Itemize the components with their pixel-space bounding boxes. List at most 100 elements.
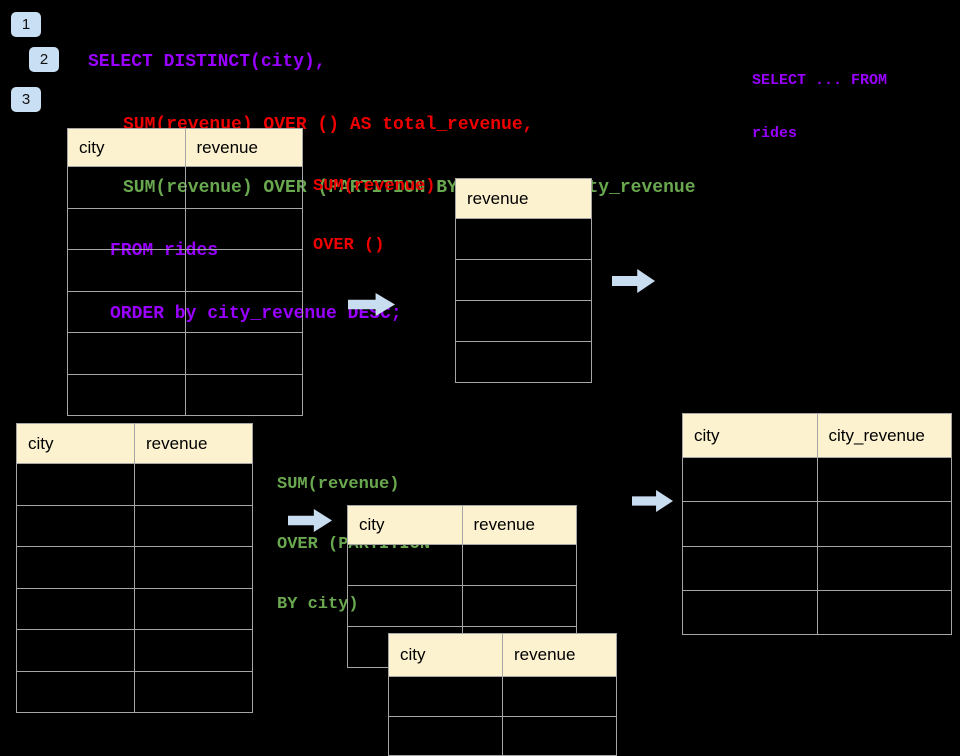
flow-arrow-icon [612, 269, 655, 293]
empty-cell [816, 501, 952, 547]
column-header: revenue [184, 128, 303, 167]
select-from-note-line2: rides [752, 125, 798, 142]
empty-cell [67, 373, 186, 416]
empty-cell [455, 218, 592, 260]
slide-canvas: { "colors": { "bg": "#000000", "purple":… [11, 12, 952, 756]
empty-cell [16, 504, 135, 547]
empty-cell [816, 589, 952, 636]
empty-cell [16, 587, 135, 630]
empty-cell [184, 332, 303, 375]
empty-cell [67, 290, 186, 333]
empty-cell [134, 587, 253, 630]
table-row [16, 546, 253, 589]
empty-cell [682, 589, 818, 636]
table-row [67, 207, 303, 250]
total-revenue-table: revenue [455, 178, 592, 383]
column-header: city [682, 413, 818, 458]
empty-cell [184, 373, 303, 416]
empty-cell [184, 249, 303, 292]
total-annotation-line2: OVER () [313, 236, 385, 255]
empty-cell [67, 166, 186, 209]
empty-cell [184, 290, 303, 333]
table-row [16, 504, 253, 547]
flow-arrow-icon [288, 509, 332, 532]
empty-cell [816, 545, 952, 591]
sql-line-select: SELECT DISTINCT(city), [88, 52, 326, 72]
flow-arrow-icon [348, 293, 395, 316]
select-from-note-line1: SELECT ... FROM [752, 72, 888, 89]
table: revenue [455, 178, 592, 383]
table-row [388, 676, 617, 717]
table-row [67, 249, 303, 292]
empty-cell [682, 456, 818, 503]
column-header: city [67, 128, 186, 167]
partition-annotation-line3: BY city) [277, 595, 359, 614]
flow-arrow-icon [632, 490, 673, 512]
select-from-note: SELECT ... FROM rides [752, 37, 887, 160]
column-header: revenue [455, 178, 592, 219]
empty-cell [502, 715, 617, 756]
column-header: city [16, 423, 135, 464]
table-row [682, 545, 952, 591]
table-row [455, 300, 592, 342]
table-row [455, 341, 592, 383]
empty-cell [16, 670, 135, 713]
table-row [67, 290, 303, 333]
empty-cell [502, 676, 617, 717]
column-header: revenue [502, 633, 617, 677]
empty-cell [67, 207, 186, 250]
table-row [455, 218, 592, 260]
step-badge-3: 3 [11, 87, 41, 112]
table-row [67, 332, 303, 375]
empty-cell [682, 545, 818, 591]
empty-cell [134, 463, 253, 506]
column-header: city_revenue [816, 413, 952, 458]
empty-cell [16, 463, 135, 506]
column-header: city [347, 505, 463, 545]
table-row [682, 501, 952, 547]
empty-cell [184, 166, 303, 209]
total-annotation-line1: SUM(revenue) [313, 177, 436, 196]
empty-cell [461, 544, 577, 586]
empty-cell [67, 332, 186, 375]
table-row [682, 589, 952, 636]
empty-cell [347, 544, 463, 586]
empty-cell [16, 629, 135, 672]
table-header-row: revenue [455, 178, 592, 219]
empty-cell [184, 207, 303, 250]
table-row [16, 670, 253, 713]
step-badge-2: 2 [29, 47, 59, 72]
partition-annotation-line1: SUM(revenue) [277, 475, 400, 494]
table-row [682, 456, 952, 503]
column-header: revenue [134, 423, 253, 464]
step-badge-1: 1 [11, 12, 41, 37]
table-row [388, 715, 617, 756]
column-header: revenue [461, 505, 577, 545]
empty-cell [388, 676, 503, 717]
empty-cell [461, 585, 577, 627]
table-row [67, 373, 303, 416]
empty-cell [134, 629, 253, 672]
table-row [347, 544, 577, 586]
total-revenue-annotation: SUM(revenue) OVER () [313, 138, 435, 275]
empty-cell [455, 341, 592, 383]
empty-cell [455, 300, 592, 342]
empty-cell [388, 715, 503, 756]
empty-cell [134, 670, 253, 713]
empty-cell [16, 546, 135, 589]
empty-cell [682, 501, 818, 547]
empty-cell [134, 504, 253, 547]
column-header: city [388, 633, 503, 677]
